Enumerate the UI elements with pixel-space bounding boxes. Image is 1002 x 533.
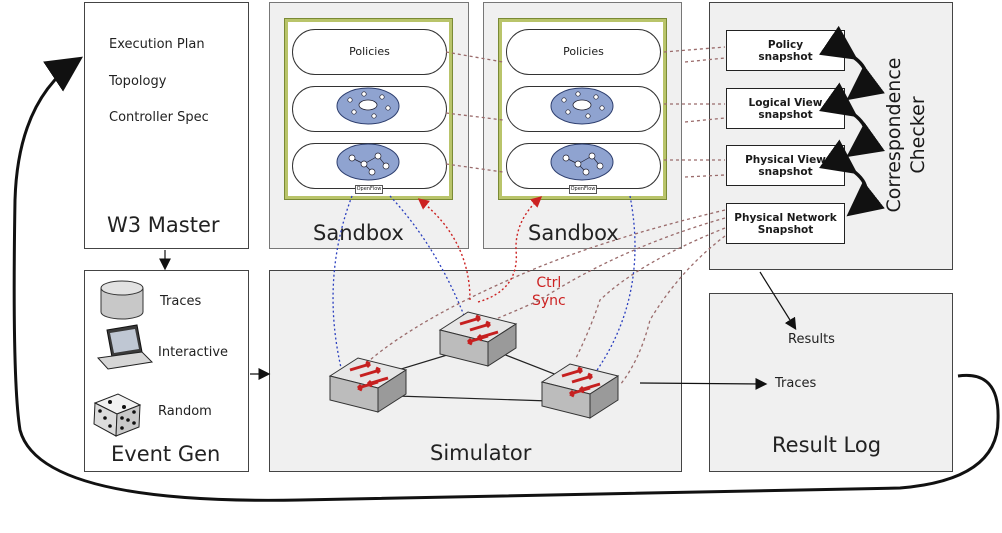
- event-random-label: Random: [158, 404, 212, 419]
- switch-right-icon: [540, 362, 620, 420]
- snapshot-compare-arrows: [819, 25, 885, 217]
- sandbox-2-physical-cloud-icon: [550, 143, 614, 181]
- sandbox-panel-2: Policies OpenFlow Sandbox: [483, 2, 682, 249]
- controller-spec-label: Controller Spec: [109, 110, 209, 125]
- sandbox-1-logical-cloud-icon: [336, 87, 400, 125]
- switch-left-icon: [328, 356, 408, 414]
- w3-master-panel: Execution Plan Topology Controller Spec …: [84, 2, 249, 249]
- ctrl-sync-links: [417, 196, 543, 303]
- results-label: Results: [788, 332, 835, 347]
- execution-plan-label: Execution Plan: [109, 37, 205, 52]
- checker-to-results-arrow: [759, 271, 797, 331]
- result-traces-label: Traces: [775, 376, 817, 391]
- interactive-laptop-icon: [96, 324, 154, 370]
- sandbox-1-policies-label: Policies: [349, 45, 390, 58]
- sandbox-panel-1: Policies OpenFlow Sandbox: [269, 2, 469, 249]
- simulator-to-traces-arrow: [639, 377, 768, 390]
- event-gen-title: Event Gen: [111, 442, 221, 466]
- sandbox-1-title: Sandbox: [313, 221, 404, 245]
- feedback-loop-arrow: [12, 56, 1000, 502]
- random-dice-icon: [93, 393, 142, 437]
- sandbox-2-openflow-tag: OpenFlow: [569, 185, 597, 194]
- simulator-title: Simulator: [430, 441, 532, 465]
- sandbox-2-policies: Policies: [506, 29, 661, 75]
- event-gen-panel: Traces Interactive Random Event Gen: [84, 270, 249, 472]
- traces-disk-icon: [100, 280, 144, 320]
- ctrl-sync-label: Ctrl Sync: [532, 275, 566, 309]
- sandbox-2-policies-label: Policies: [563, 45, 604, 58]
- sandbox-1-policies: Policies: [292, 29, 447, 75]
- topology-label: Topology: [109, 74, 167, 89]
- result-log-title: Result Log: [772, 433, 882, 457]
- w3-master-title: W3 Master: [107, 213, 220, 237]
- event-interactive-label: Interactive: [158, 345, 229, 360]
- sandbox-2-title: Sandbox: [528, 221, 619, 245]
- event-traces-label: Traces: [160, 294, 202, 309]
- switch-top-icon: [438, 310, 518, 368]
- sandbox-2-logical-cloud-icon: [550, 87, 614, 125]
- sandbox-1-controller: Policies OpenFlow: [284, 18, 453, 200]
- result-log-panel: Results Traces Result Log: [709, 293, 953, 472]
- snapshot-links: [369, 46, 726, 386]
- sandbox-1-openflow-tag: OpenFlow: [355, 185, 383, 194]
- sandbox-1-physical-cloud-icon: [336, 143, 400, 181]
